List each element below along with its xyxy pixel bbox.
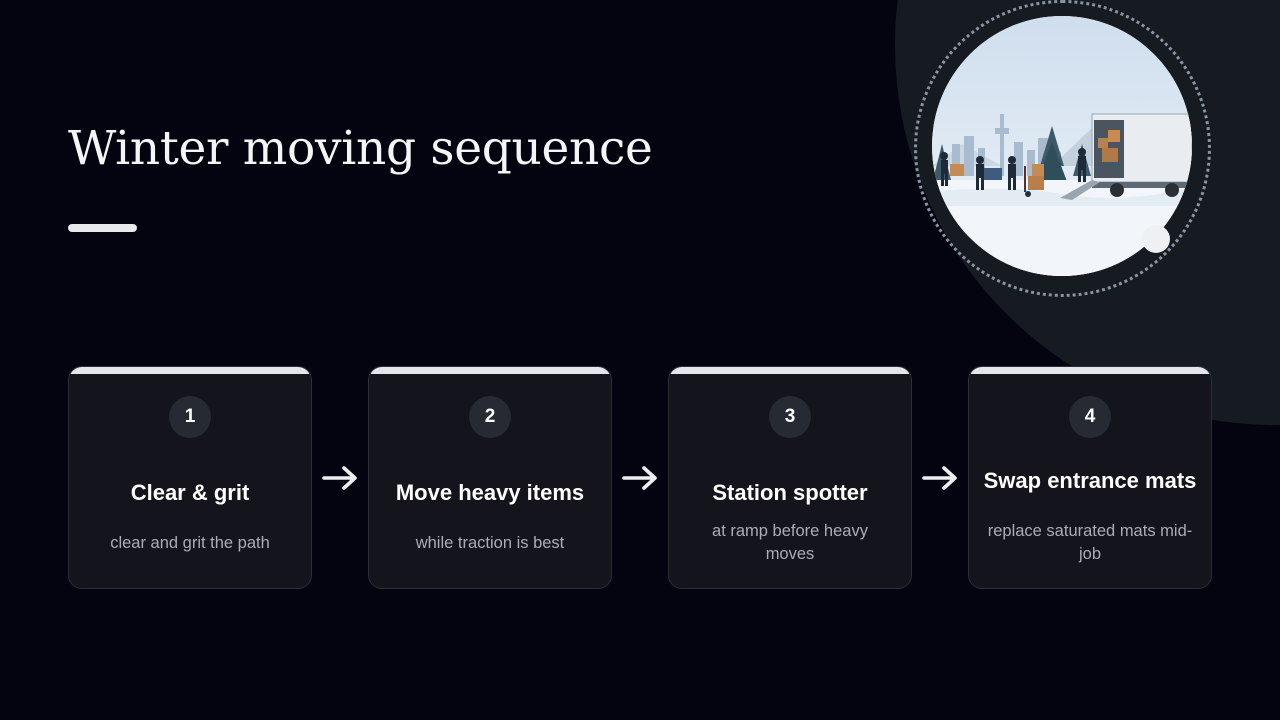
title-underline	[68, 224, 137, 232]
step-description: replace saturated mats mid-job	[987, 522, 1193, 563]
step-card-3: 3 Station spotter at ramp before heavy m…	[668, 366, 912, 589]
step-number-badge: 4	[1069, 396, 1111, 438]
arrow-right-icon	[322, 466, 357, 490]
step-number-badge: 3	[769, 396, 811, 438]
card-accent-bar	[69, 367, 311, 374]
step-number-badge: 1	[169, 396, 211, 438]
step-card-2: 2 Move heavy items while traction is bes…	[368, 366, 612, 589]
hero-dotted-ring	[914, 0, 1211, 297]
card-accent-bar	[969, 367, 1211, 374]
step-number-badge: 2	[469, 396, 511, 438]
step-title: Move heavy items	[395, 480, 585, 505]
slide-title: Winter moving sequence	[68, 121, 653, 176]
arrow-right-icon	[622, 466, 657, 490]
step-description: at ramp before heavy moves	[712, 522, 868, 563]
step-description: while traction is best	[415, 533, 565, 552]
step-title: Clear & grit	[130, 480, 250, 505]
step-title: Station spotter	[712, 480, 868, 505]
card-accent-bar	[369, 367, 611, 374]
arrow-right-icon	[922, 466, 957, 490]
step-card-4: 4 Swap entrance mats replace saturated m…	[968, 366, 1212, 589]
card-accent-bar	[669, 367, 911, 374]
step-description: clear and grit the path	[110, 533, 270, 552]
step-card-1: 1 Clear & grit clear and grit the path	[68, 366, 312, 589]
step-title: Swap entrance mats	[983, 468, 1197, 493]
hero-accent-dot	[1142, 225, 1170, 253]
